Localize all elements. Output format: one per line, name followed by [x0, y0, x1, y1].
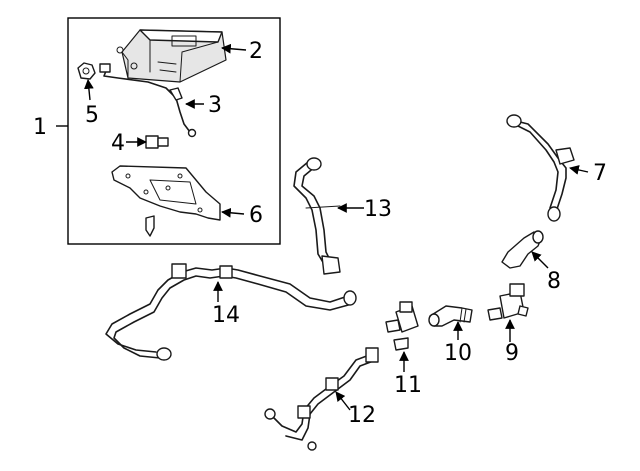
- part-8-elbow-hose: [501, 230, 544, 269]
- assembly-box: [67, 17, 281, 245]
- callout-4: 4: [111, 131, 125, 156]
- callout-12: 12: [348, 403, 376, 428]
- callout-6: 6: [249, 203, 263, 228]
- leader-5: [84, 79, 94, 101]
- part-14-long-pipe: [105, 263, 357, 361]
- callout-7: 7: [593, 161, 607, 186]
- callout-9: 9: [505, 341, 519, 366]
- part-2-control-module: [116, 29, 227, 83]
- callout-5: 5: [85, 103, 99, 128]
- part-10-short-hose: [428, 305, 473, 327]
- callout-10: 10: [444, 341, 472, 366]
- part-3-wiring-harness: [99, 63, 197, 138]
- leader-8: [531, 251, 549, 269]
- part-11-valve: [385, 301, 419, 351]
- leader-12: [335, 391, 351, 411]
- callout-1: 1: [33, 115, 47, 140]
- callout-2: 2: [249, 39, 263, 64]
- leader-6: [221, 207, 245, 218]
- leader-2: [221, 43, 247, 54]
- part-5-nut: [77, 62, 96, 80]
- part-9-pump: [487, 283, 529, 321]
- callout-11: 11: [394, 373, 422, 398]
- callout-8: 8: [547, 269, 561, 294]
- part-7-hose: [506, 114, 575, 222]
- callout-13: 13: [364, 197, 392, 222]
- leader-7: [569, 165, 589, 175]
- callout-3: 3: [208, 93, 222, 118]
- part-4-bolt: [145, 135, 169, 149]
- part-13-vertical-hose: [293, 157, 341, 275]
- callout-14: 14: [212, 303, 240, 328]
- part-12-lower-hose: [264, 347, 379, 451]
- part-6-bracket: [111, 165, 221, 237]
